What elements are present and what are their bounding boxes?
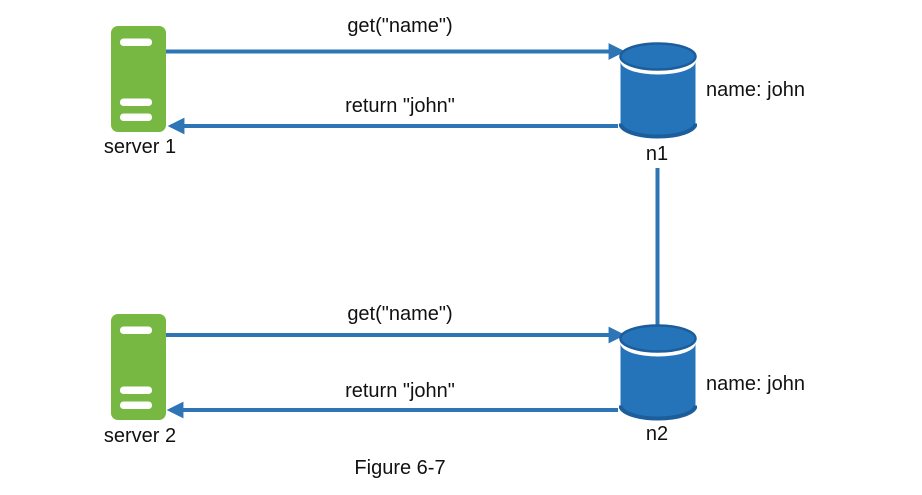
node-n2-value-label: name: john (706, 373, 805, 395)
server-slot-icon (120, 386, 152, 394)
database-n2-icon (619, 324, 697, 421)
node-n2-label: n2 (645, 423, 669, 445)
database-top (619, 42, 697, 71)
server-slot-icon (120, 38, 152, 46)
request-label-2: get("name") (347, 303, 453, 325)
server-2-icon (111, 314, 166, 420)
database-bottom-rim (619, 405, 697, 421)
server-slot-icon (120, 98, 152, 106)
server-1-label: server 1 (103, 136, 177, 158)
server-1-icon (111, 26, 166, 132)
server-slot-icon (120, 401, 152, 409)
node-n1-value-label: name: john (706, 79, 805, 101)
response-label-2: return "john" (345, 380, 455, 402)
server-slot-icon (120, 113, 152, 121)
node-n1-label: n1 (645, 143, 669, 165)
database-body (620, 61, 696, 137)
database-n1-icon (619, 42, 697, 139)
figure-caption: Figure 6-7 (354, 457, 446, 479)
request-label-1: get("name") (347, 15, 453, 37)
database-top (619, 324, 697, 353)
database-body (620, 343, 696, 419)
server-2-label: server 2 (103, 425, 177, 447)
response-label-1: return "john" (345, 95, 455, 117)
server-slot-icon (120, 326, 152, 334)
database-bottom-rim (619, 123, 697, 139)
